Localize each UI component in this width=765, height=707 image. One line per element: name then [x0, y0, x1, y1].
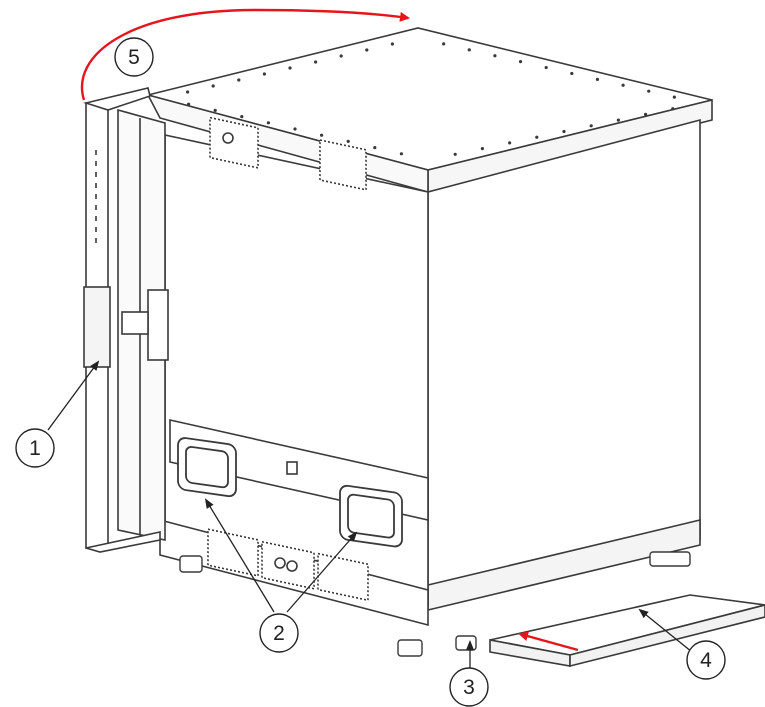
screw-dot — [390, 42, 394, 46]
callout-5-label: 5 — [128, 46, 140, 69]
screw-dot — [262, 72, 266, 76]
screw-dot — [213, 108, 217, 112]
callout-2-label: 2 — [273, 622, 285, 645]
screw-dot — [240, 115, 244, 119]
screw-dot — [293, 127, 297, 131]
front-handles — [177, 437, 403, 548]
lever-pole — [83, 87, 161, 553]
leader-lines — [47, 360, 693, 672]
screw-dot — [346, 139, 350, 143]
screw-dot — [320, 133, 324, 137]
screw-dot — [467, 48, 471, 52]
callout-3: 3 — [449, 667, 489, 707]
callout-3-label: 3 — [463, 676, 475, 699]
screw-dot — [211, 84, 215, 88]
screw-dot — [339, 54, 343, 58]
screw-dot — [314, 60, 318, 64]
screw-dot — [186, 90, 190, 94]
screw-dot — [373, 146, 377, 150]
screw-dot — [508, 141, 512, 145]
screw-dot — [518, 60, 523, 64]
screw-dot — [266, 121, 270, 125]
slide-in-arrow — [518, 631, 579, 652]
slide-tray — [489, 594, 765, 668]
callout-1-label: 1 — [29, 437, 41, 460]
screw-dot — [621, 83, 625, 87]
callout-4: 4 — [686, 640, 726, 680]
callout-5: 5 — [114, 37, 154, 77]
screw-dot — [562, 129, 566, 134]
screw-dot — [442, 42, 446, 46]
screw-dot — [589, 124, 593, 128]
enclosure-right-side — [427, 118, 701, 612]
screw-dot — [570, 71, 574, 76]
screw-dot — [535, 135, 539, 139]
screw-dot — [544, 65, 548, 70]
screw-dot — [595, 77, 600, 81]
screw-dot — [480, 147, 484, 151]
screw-dot — [365, 48, 369, 52]
callout-4-label: 4 — [700, 649, 712, 672]
enclosure-front — [159, 116, 429, 627]
screw-dot — [647, 89, 651, 93]
screw-dot — [237, 78, 241, 82]
screw-dot — [644, 112, 648, 116]
callout-1: 1 — [15, 428, 55, 468]
callout-2: 2 — [259, 613, 299, 653]
screw-dot — [187, 102, 191, 106]
callouts: 1 2 3 4 5 — [15, 37, 726, 707]
screw-dot — [399, 152, 403, 156]
screw-dot — [672, 95, 676, 99]
feet — [179, 551, 691, 657]
screw-dot — [493, 54, 497, 58]
screw-dots — [186, 42, 676, 156]
screw-dot — [453, 152, 457, 156]
screw-dot — [288, 66, 292, 70]
lid-rotation-arrow — [81, 8, 410, 101]
open-door — [117, 108, 169, 541]
screw-dot — [671, 107, 675, 111]
screw-dot — [616, 118, 621, 122]
